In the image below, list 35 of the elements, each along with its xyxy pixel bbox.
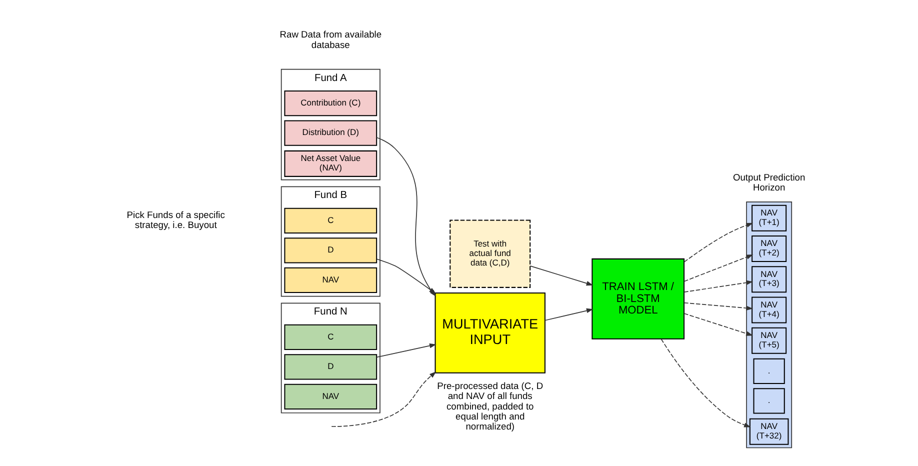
arrow xyxy=(330,371,436,427)
node-box: C xyxy=(284,208,377,234)
arrow xyxy=(683,254,753,282)
node-box: C xyxy=(284,324,377,350)
node-box: NAV (T+4) xyxy=(751,296,786,324)
node-box: MULTIVARIATE INPUT xyxy=(434,292,545,374)
node-box: Net Asset Value (NAV) xyxy=(284,150,377,177)
node-box: . xyxy=(752,388,784,414)
arrow xyxy=(683,302,753,310)
node-box: NAV (T+32) xyxy=(748,418,788,445)
node-box: NAV (T+5) xyxy=(751,327,786,354)
arrow xyxy=(683,280,753,292)
node-box: . xyxy=(752,358,784,384)
node-box: NAV (T+1) xyxy=(751,204,786,232)
node-box: NAV (T+2) xyxy=(751,235,786,262)
node-box: NAV xyxy=(284,384,377,410)
arrow xyxy=(544,308,593,321)
label: Pick Funds of a specific strategy, i.e. Buyout xyxy=(126,210,224,230)
arrow xyxy=(660,338,750,428)
arrow xyxy=(683,222,753,262)
node-box: D xyxy=(284,238,377,264)
node-box: Contribution (C) xyxy=(284,90,377,116)
node-box: D xyxy=(284,354,377,380)
arrow xyxy=(683,313,752,336)
node-box: TRAIN LSTM / BI-LSTM MODEL xyxy=(591,258,684,340)
arrow xyxy=(376,343,436,358)
node-label: Pre-processed data (C, D and NAV of all funds combined, padded to equal length and normalized) xyxy=(436,380,543,432)
label: Raw Data from available database xyxy=(279,30,382,50)
node-box: NAV (T+3) xyxy=(751,266,786,293)
arrow xyxy=(376,258,436,294)
node-box: NAV xyxy=(284,267,377,294)
node-box: Test with actual fund data (C,D) xyxy=(449,220,530,288)
node-label: Output Prediction Horizon xyxy=(732,172,805,193)
arrow xyxy=(529,266,593,286)
node-box: Distribution (D) xyxy=(284,120,377,146)
